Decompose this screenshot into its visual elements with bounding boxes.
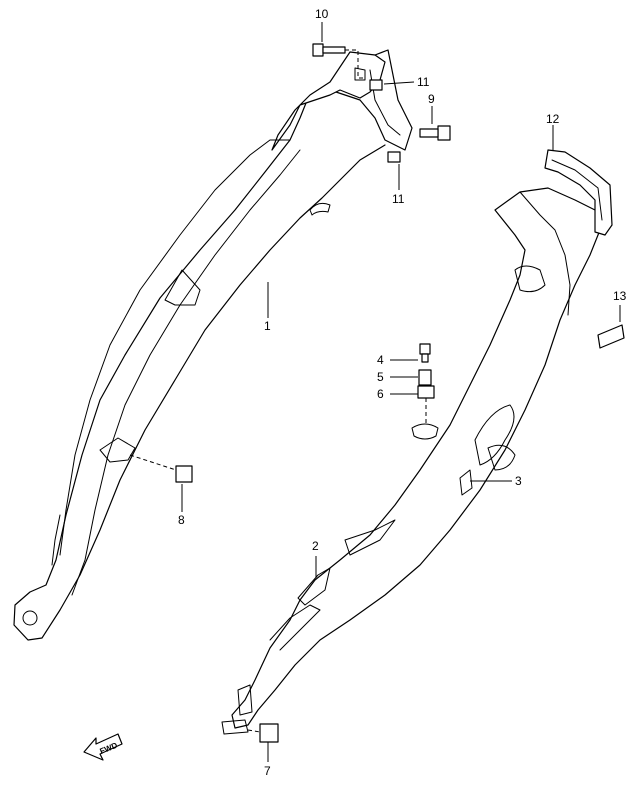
callout-6: 6 xyxy=(377,387,384,401)
callout-9: 9 xyxy=(428,92,435,106)
callout-5: 5 xyxy=(377,370,384,384)
emblem-part-13 xyxy=(597,324,625,349)
callout-11-lower: 11 xyxy=(392,192,405,206)
callout-12: 12 xyxy=(546,112,560,126)
forward-direction-arrow-icon: FWD xyxy=(83,733,123,761)
grommet-part-7 xyxy=(247,723,279,743)
bolt-part-9 xyxy=(419,125,451,141)
callout-1: 1 xyxy=(264,319,271,333)
callout-11-upper: 11 xyxy=(417,75,430,89)
callout-7: 7 xyxy=(264,764,271,778)
callout-4: 4 xyxy=(377,353,384,367)
nut-part-11-lower xyxy=(387,151,401,163)
leader-lines xyxy=(181,22,621,762)
callout-8: 8 xyxy=(178,513,185,527)
bolt-part-10 xyxy=(312,43,365,79)
screw-part-4 xyxy=(419,343,431,363)
frame-cover-right-part-2-3 xyxy=(221,187,601,735)
frame-cover-left-part-1 xyxy=(13,49,413,641)
callout-13: 13 xyxy=(613,289,627,303)
callout-10: 10 xyxy=(315,7,329,21)
collar-part-5 xyxy=(418,369,432,386)
callout-3: 3 xyxy=(515,474,522,488)
grommet-part-8 xyxy=(129,454,193,483)
trim-strip-part-12 xyxy=(544,149,613,236)
callout-2: 2 xyxy=(312,539,319,553)
nut-part-11-upper xyxy=(369,79,383,91)
